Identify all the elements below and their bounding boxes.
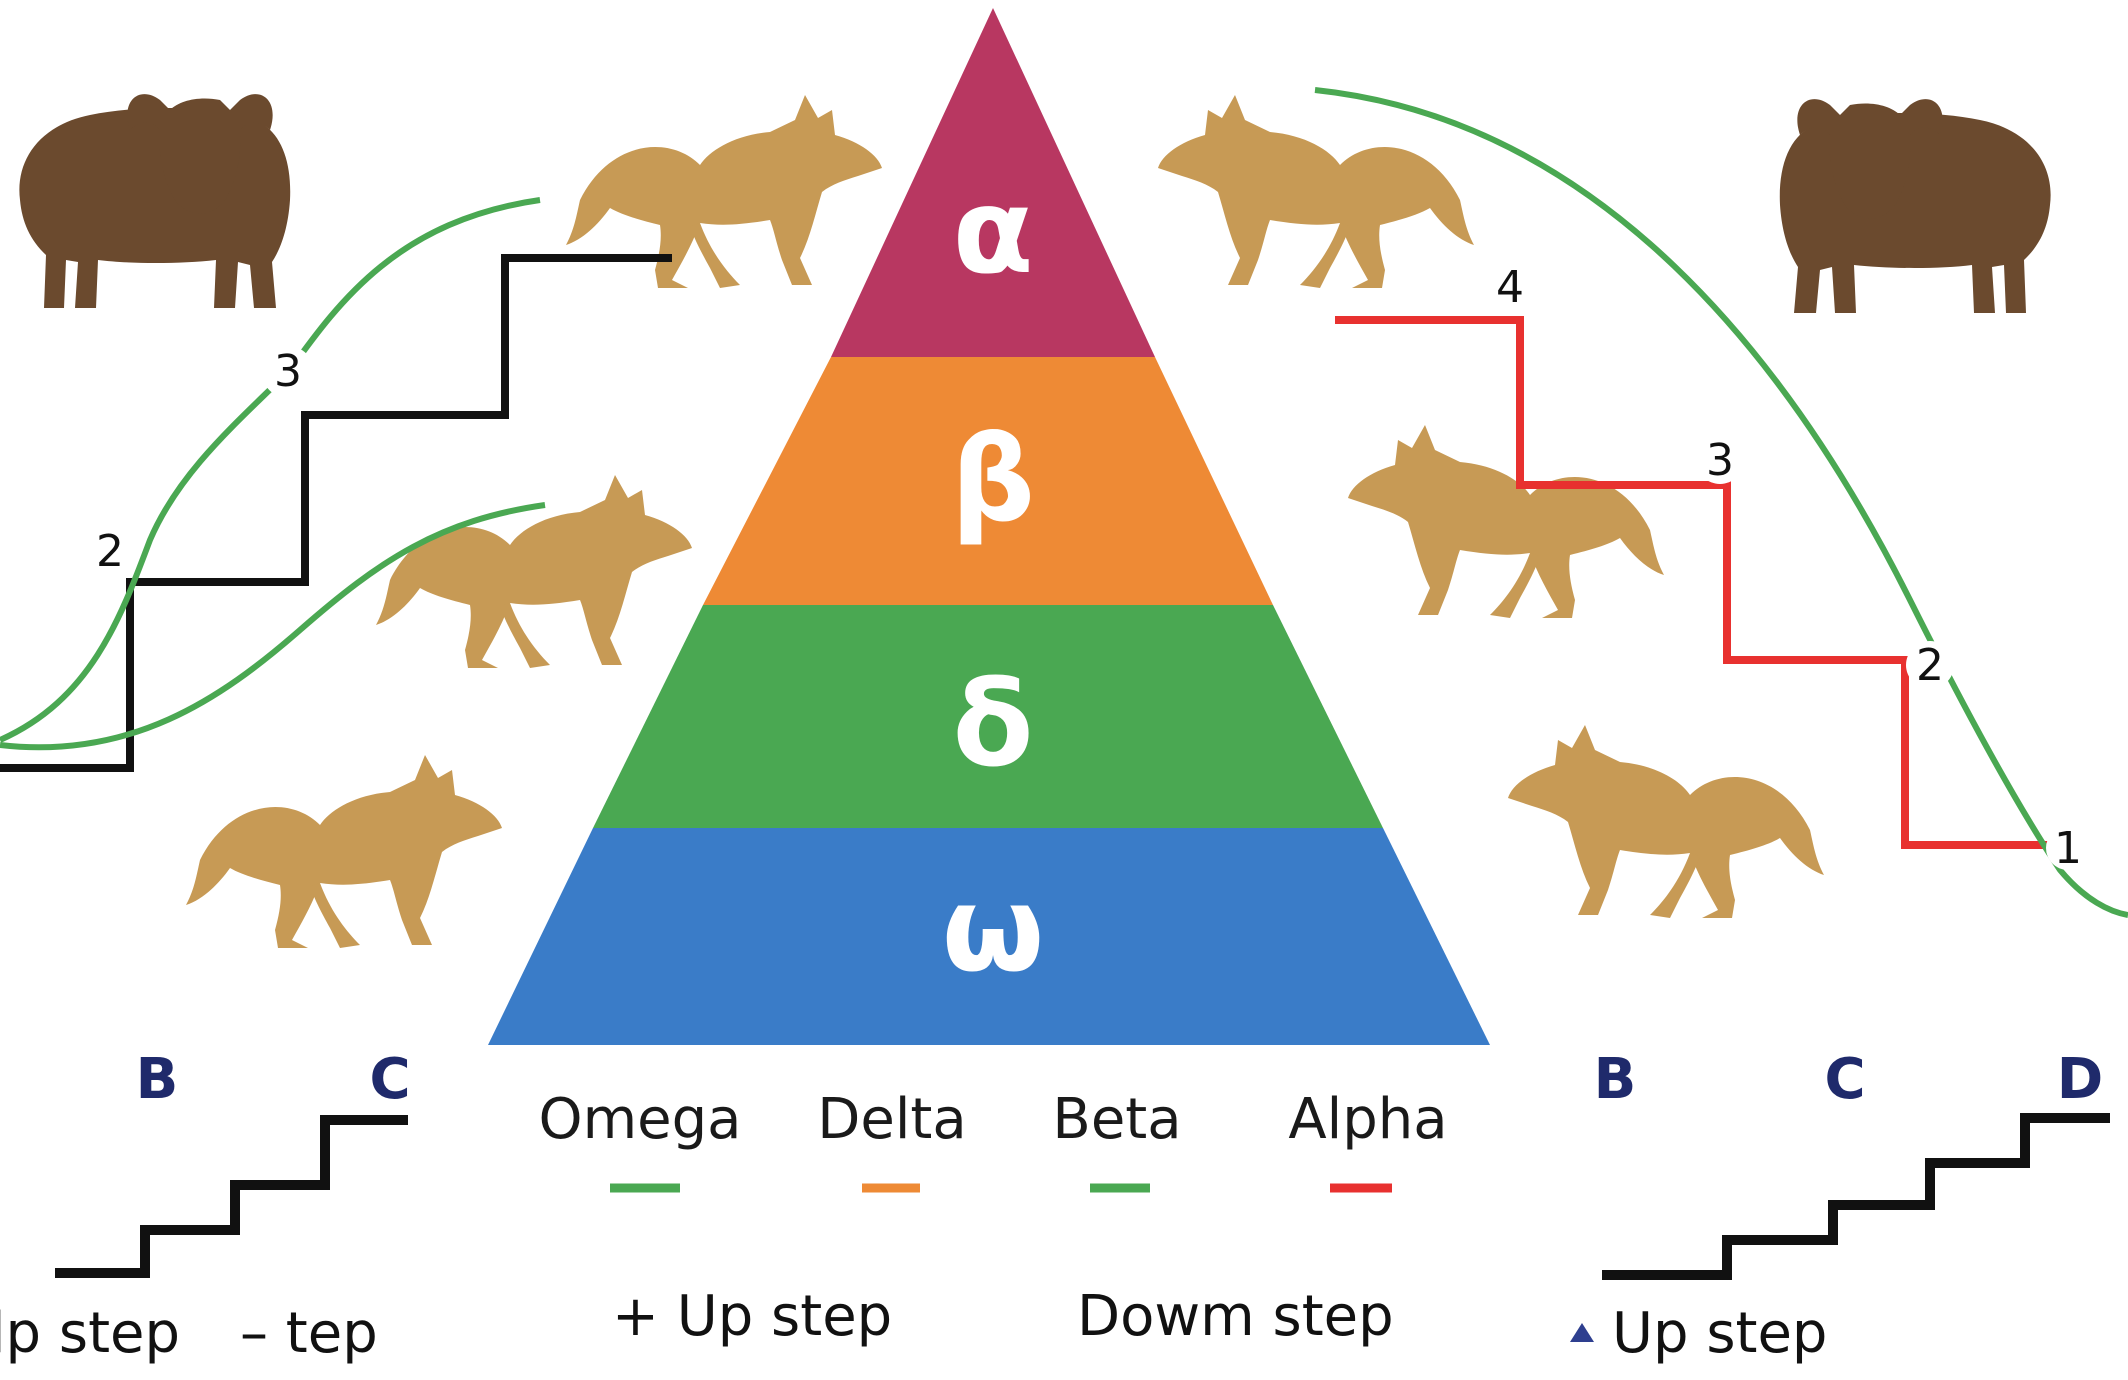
wolf-right-bottom xyxy=(1508,725,1824,918)
legend-label-omega: Omega xyxy=(539,1087,742,1152)
pyramid-level-beta xyxy=(703,357,1273,605)
down-step-caption: Dowm step xyxy=(1077,1284,1394,1349)
right-step-label-1: 1 xyxy=(2054,823,2082,874)
right-step-chart: 4 3 2 1 xyxy=(1314,87,2128,918)
buffalo-top-left xyxy=(19,94,291,309)
left-step-label-2: 2 xyxy=(96,526,124,577)
bottom-right-letter-d: D xyxy=(2057,1047,2103,1112)
bottom-right-letter-c: C xyxy=(1824,1047,1865,1112)
left-lower-curve xyxy=(0,502,546,751)
pyramid-level-alpha xyxy=(831,8,1155,357)
bottom-left-caption-up: lp step xyxy=(0,1301,180,1366)
legend-label-beta: Beta xyxy=(1052,1087,1181,1152)
beta-symbol: β xyxy=(951,410,1035,548)
legend: Omega Delta Beta Alpha xyxy=(539,1087,1448,1193)
alpha-symbol: α xyxy=(952,162,1033,300)
left-step-label-3: 3 xyxy=(274,346,302,397)
legend-label-alpha: Alpha xyxy=(1288,1087,1447,1152)
bottom-left-staircase xyxy=(55,1115,408,1278)
left-upper-curve xyxy=(0,197,541,743)
bottom-right-panel: B C D Up step xyxy=(1570,1047,2110,1366)
bottom-right-staircase xyxy=(1602,1113,2110,1280)
delta-symbol: δ xyxy=(952,655,1033,793)
bottom-right-letter-b: B xyxy=(1594,1047,1637,1112)
pyramid-level-delta xyxy=(593,605,1383,828)
right-step-label-4: 4 xyxy=(1496,262,1524,313)
left-stair-line xyxy=(0,254,672,772)
right-descending-curve xyxy=(1314,87,2128,918)
wolf-right-top xyxy=(1158,95,1474,288)
hierarchy-pyramid: α β δ ω xyxy=(488,8,1490,1045)
right-step-label-2: 2 xyxy=(1916,640,1944,691)
up-triangle-icon xyxy=(1570,1323,1594,1342)
bottom-center-captions: + Up step Dowm step xyxy=(612,1284,1394,1349)
legend-label-delta: Delta xyxy=(817,1087,966,1152)
bottom-left-letter-c: C xyxy=(369,1047,410,1112)
right-step-label-3: 3 xyxy=(1706,435,1734,486)
up-step-caption: + Up step xyxy=(612,1284,892,1349)
bottom-left-caption-down: – tep xyxy=(240,1301,378,1366)
buffalo-top-right xyxy=(1779,99,2051,314)
wolf-left-bottom xyxy=(186,755,502,948)
pyramid-level-omega xyxy=(488,828,1490,1045)
wolf-right-middle xyxy=(1348,425,1664,618)
right-stair-line xyxy=(1335,316,2060,849)
omega-symbol: ω xyxy=(942,860,1045,998)
bottom-left-panel: B C lp step – tep xyxy=(0,1047,411,1366)
left-step-chart: 2 3 xyxy=(0,197,672,772)
bottom-left-letter-b: B xyxy=(136,1047,179,1112)
bottom-right-caption: Up step xyxy=(1612,1301,1827,1366)
